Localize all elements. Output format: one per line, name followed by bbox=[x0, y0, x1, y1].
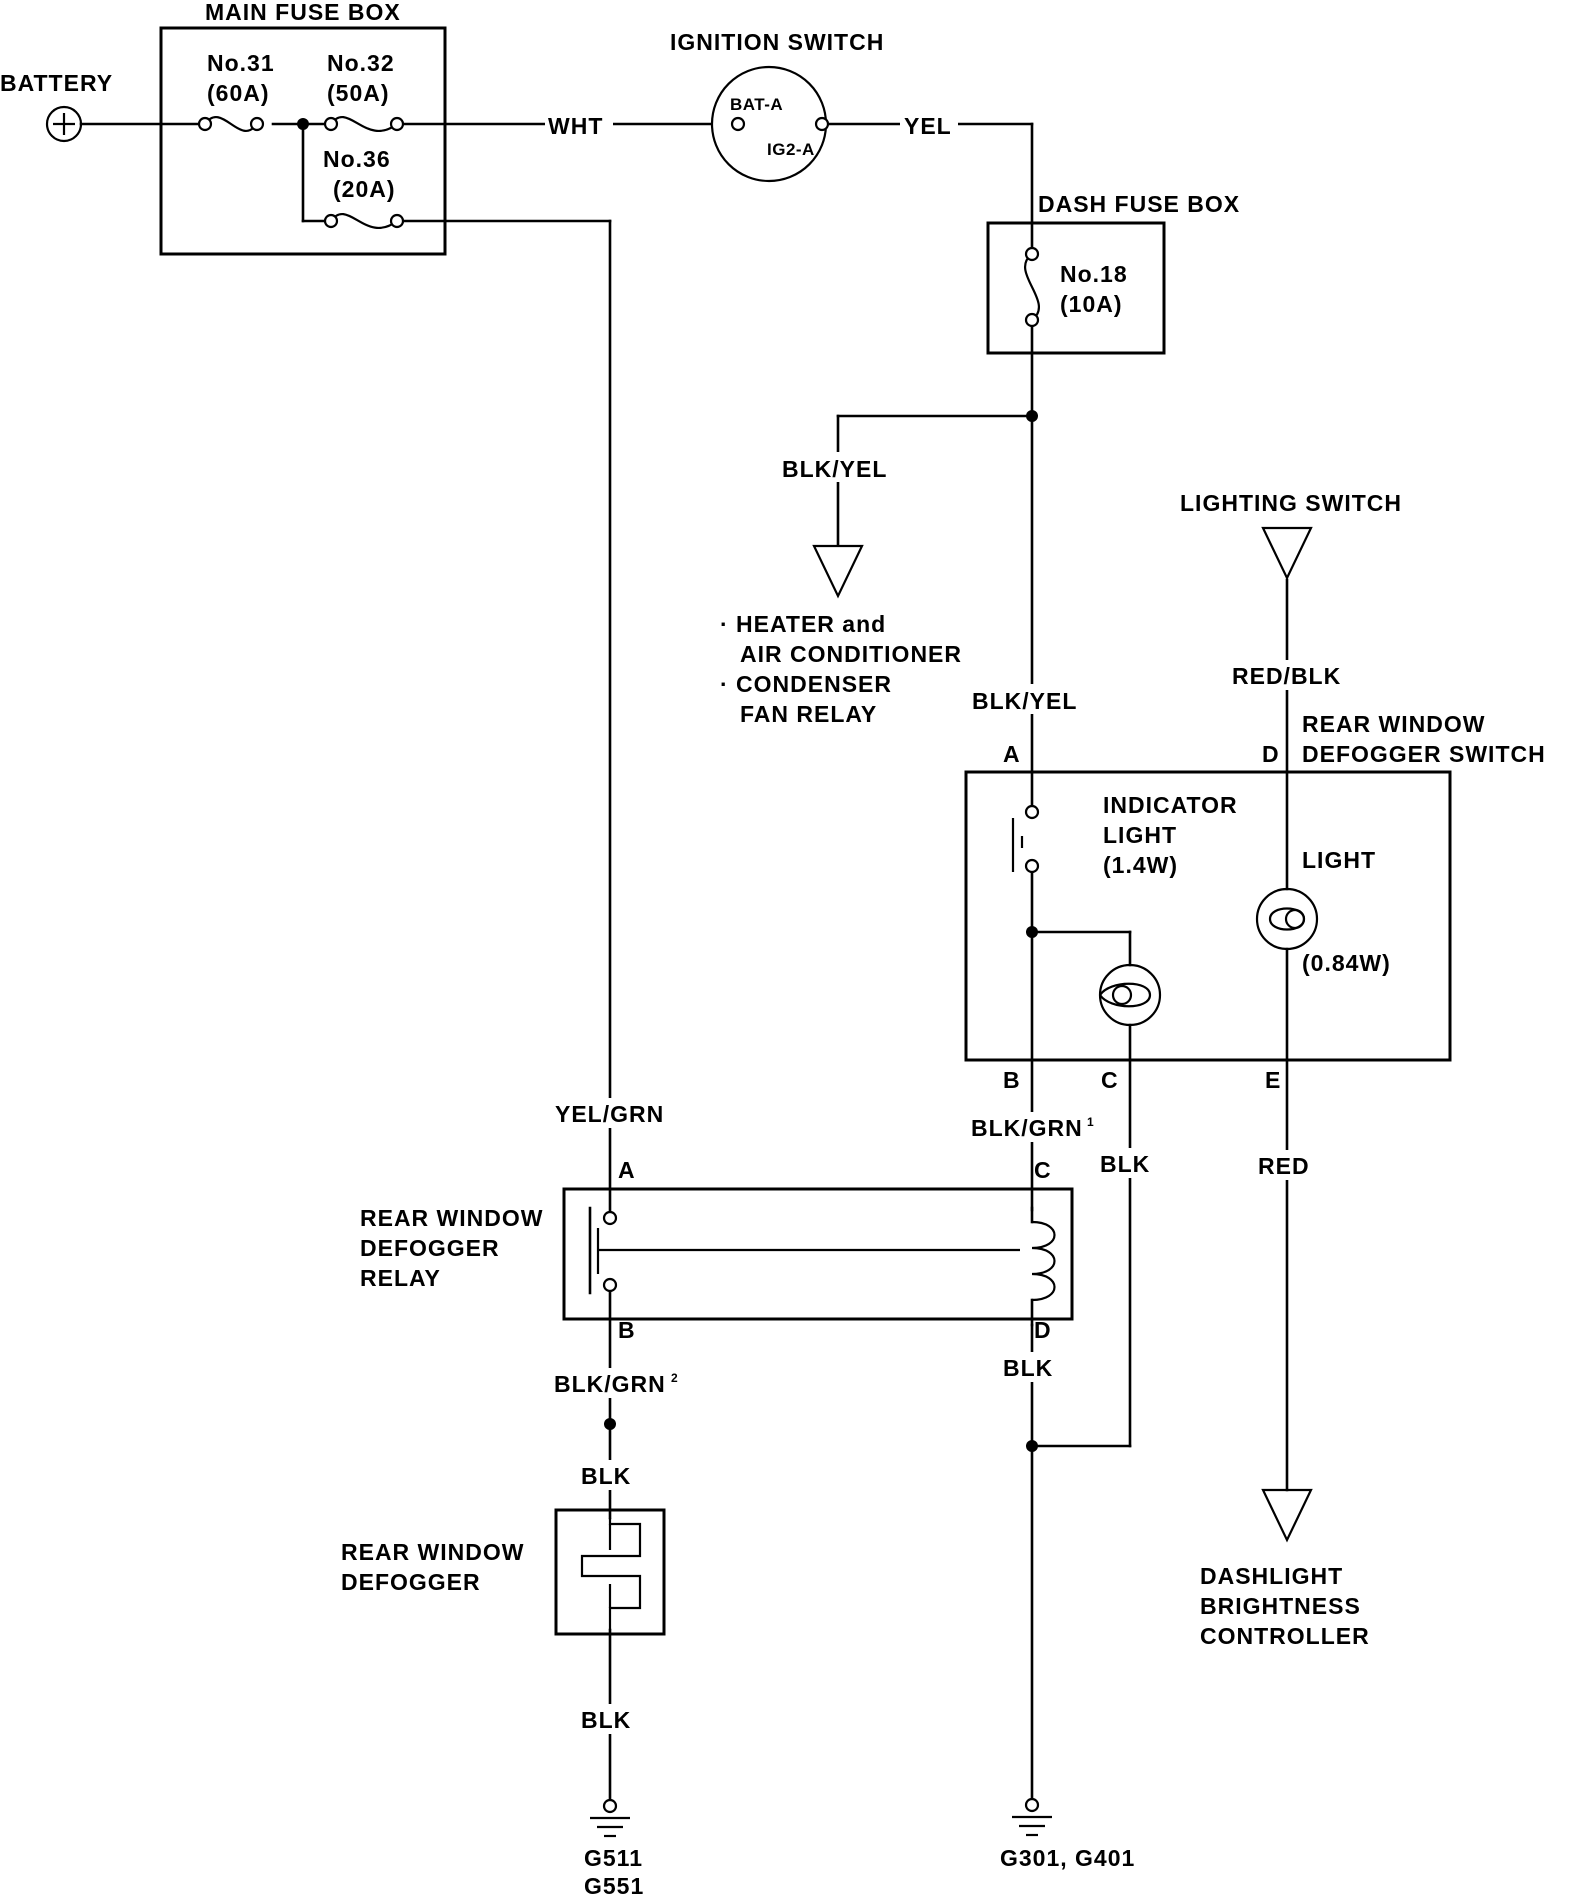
defogger-switch-title-2: DEFOGGER SWITCH bbox=[1302, 741, 1546, 767]
junction-dot bbox=[1026, 1440, 1038, 1452]
wire-blk-defogger-top-label: BLK bbox=[581, 1463, 631, 1489]
fuse-32 bbox=[323, 116, 405, 132]
wires bbox=[79, 122, 1289, 1802]
indicator-label-2: LIGHT bbox=[1103, 822, 1177, 848]
relay-label-2: DEFOGGER bbox=[360, 1235, 500, 1261]
dash-fuse-box bbox=[986, 221, 1166, 355]
ground-left-line2: G551 bbox=[584, 1873, 644, 1894]
fuse-31-name: No.31 bbox=[207, 50, 275, 76]
fuse-36-name: No.36 bbox=[323, 146, 391, 172]
connector-arrow bbox=[1261, 526, 1313, 581]
ground-symbol bbox=[1012, 1797, 1052, 1837]
wire-blk-grn-2-sup: 2 bbox=[671, 1371, 678, 1385]
dashlight-line3: CONTROLLER bbox=[1200, 1623, 1370, 1649]
dashlight-line1: DASHLIGHT bbox=[1200, 1563, 1343, 1589]
switch-contact bbox=[1011, 804, 1040, 874]
defogger-switch-box bbox=[964, 770, 1452, 1062]
fuse-32-name: No.32 bbox=[327, 50, 395, 76]
switch-light-lamp bbox=[1255, 887, 1319, 951]
wire-blk-grn-2-label: BLK/GRN bbox=[554, 1371, 666, 1397]
junction-dot bbox=[1026, 410, 1038, 422]
wire-blk-grn-1-sup: 1 bbox=[1087, 1115, 1094, 1129]
dash-fuse-box-title: DASH FUSE BOX bbox=[1038, 191, 1240, 217]
ignition-bat-label: BAT-A bbox=[730, 95, 783, 114]
connector-arrow bbox=[1261, 1488, 1313, 1543]
ignition-ig2-terminal bbox=[814, 116, 830, 132]
switch-pin-b: B bbox=[1003, 1067, 1021, 1093]
defogger-switch-title-1: REAR WINDOW bbox=[1302, 711, 1485, 737]
fuse-31-rating: (60A) bbox=[207, 80, 270, 106]
junction-dot bbox=[604, 1418, 616, 1430]
switch-pin-d: D bbox=[1262, 741, 1280, 767]
switch-pin-a: A bbox=[1003, 741, 1021, 767]
ground-left-line1: G511 bbox=[584, 1845, 643, 1871]
ignition-switch-title: IGNITION SWITCH bbox=[670, 29, 884, 55]
heater-line2: AIR CONDITIONER bbox=[740, 641, 962, 667]
indicator-label-1: INDICATOR bbox=[1103, 792, 1238, 818]
relay-pin-a: A bbox=[618, 1157, 636, 1183]
fuse-36-rating: (20A) bbox=[333, 176, 396, 202]
ignition-switch-body bbox=[710, 65, 828, 183]
wire-blk-yel-branch-label: BLK/YEL bbox=[782, 456, 887, 482]
relay-coil bbox=[1030, 1206, 1056, 1327]
relay-label-3: RELAY bbox=[360, 1265, 441, 1291]
fuse-18-rating: (10A) bbox=[1060, 291, 1123, 317]
switch-light-rating: (0.84W) bbox=[1302, 950, 1391, 976]
indicator-lamp bbox=[1098, 963, 1162, 1027]
junction-dot bbox=[297, 118, 309, 130]
relay-contact bbox=[588, 1206, 618, 1295]
wire-blk-grn-1-label: BLK/GRN bbox=[971, 1115, 1083, 1141]
switch-pin-c: C bbox=[1101, 1067, 1119, 1093]
defogger-grid bbox=[580, 1518, 642, 1630]
heater-line3: · CONDENSER bbox=[720, 671, 892, 697]
wire-blk-d-label: BLK bbox=[1003, 1355, 1053, 1381]
lighting-switch-label: LIGHTING SWITCH bbox=[1180, 490, 1402, 516]
ground-right-label: G301, G401 bbox=[1000, 1845, 1135, 1871]
dashlight-line2: BRIGHTNESS bbox=[1200, 1593, 1361, 1619]
heater-line1: · HEATER and bbox=[720, 611, 886, 637]
wire-red-blk-label: RED/BLK bbox=[1232, 663, 1341, 689]
wire-yel-grn-label: YEL/GRN bbox=[555, 1101, 664, 1127]
defogger-label-1: REAR WINDOW bbox=[341, 1539, 524, 1565]
main-fuse-box-title: MAIN FUSE BOX bbox=[205, 0, 401, 25]
wire-yel-label: YEL bbox=[904, 113, 952, 139]
relay-pin-b: B bbox=[618, 1317, 636, 1343]
connector-arrow bbox=[812, 544, 864, 599]
fuse-36 bbox=[323, 213, 405, 229]
indicator-label-3: (1.4W) bbox=[1103, 852, 1178, 878]
defogger-box bbox=[554, 1508, 666, 1636]
battery-symbol bbox=[45, 105, 83, 143]
wire-red-label: RED bbox=[1258, 1153, 1310, 1179]
defogger-label-2: DEFOGGER bbox=[341, 1569, 481, 1595]
relay-pin-c: C bbox=[1034, 1157, 1052, 1183]
wire-blk-defogger-bottom-label: BLK bbox=[581, 1707, 631, 1733]
relay-pin-d: D bbox=[1034, 1317, 1052, 1343]
fuse-31 bbox=[197, 116, 265, 132]
ignition-ig2-label: IG2-A bbox=[767, 140, 815, 159]
switch-light-label: LIGHT bbox=[1302, 847, 1376, 873]
ground-symbol bbox=[590, 1798, 630, 1838]
battery-label: BATTERY bbox=[0, 70, 113, 96]
fuse-18-name: No.18 bbox=[1060, 261, 1128, 287]
main-fuse-box bbox=[159, 26, 447, 256]
fuse-18 bbox=[1024, 246, 1040, 328]
relay-label-1: REAR WINDOW bbox=[360, 1205, 543, 1231]
switch-pin-e: E bbox=[1265, 1067, 1281, 1093]
wire-blk-yel-switch-label: BLK/YEL bbox=[972, 688, 1077, 714]
wire-blk-c-label: BLK bbox=[1100, 1151, 1150, 1177]
ignition-bat-terminal bbox=[730, 116, 746, 132]
fuse-32-rating: (50A) bbox=[327, 80, 390, 106]
heater-line4: FAN RELAY bbox=[740, 701, 877, 727]
junction-dot bbox=[1026, 926, 1038, 938]
wire-wht-label: WHT bbox=[548, 113, 603, 139]
defogger-relay-box bbox=[562, 1187, 1074, 1321]
